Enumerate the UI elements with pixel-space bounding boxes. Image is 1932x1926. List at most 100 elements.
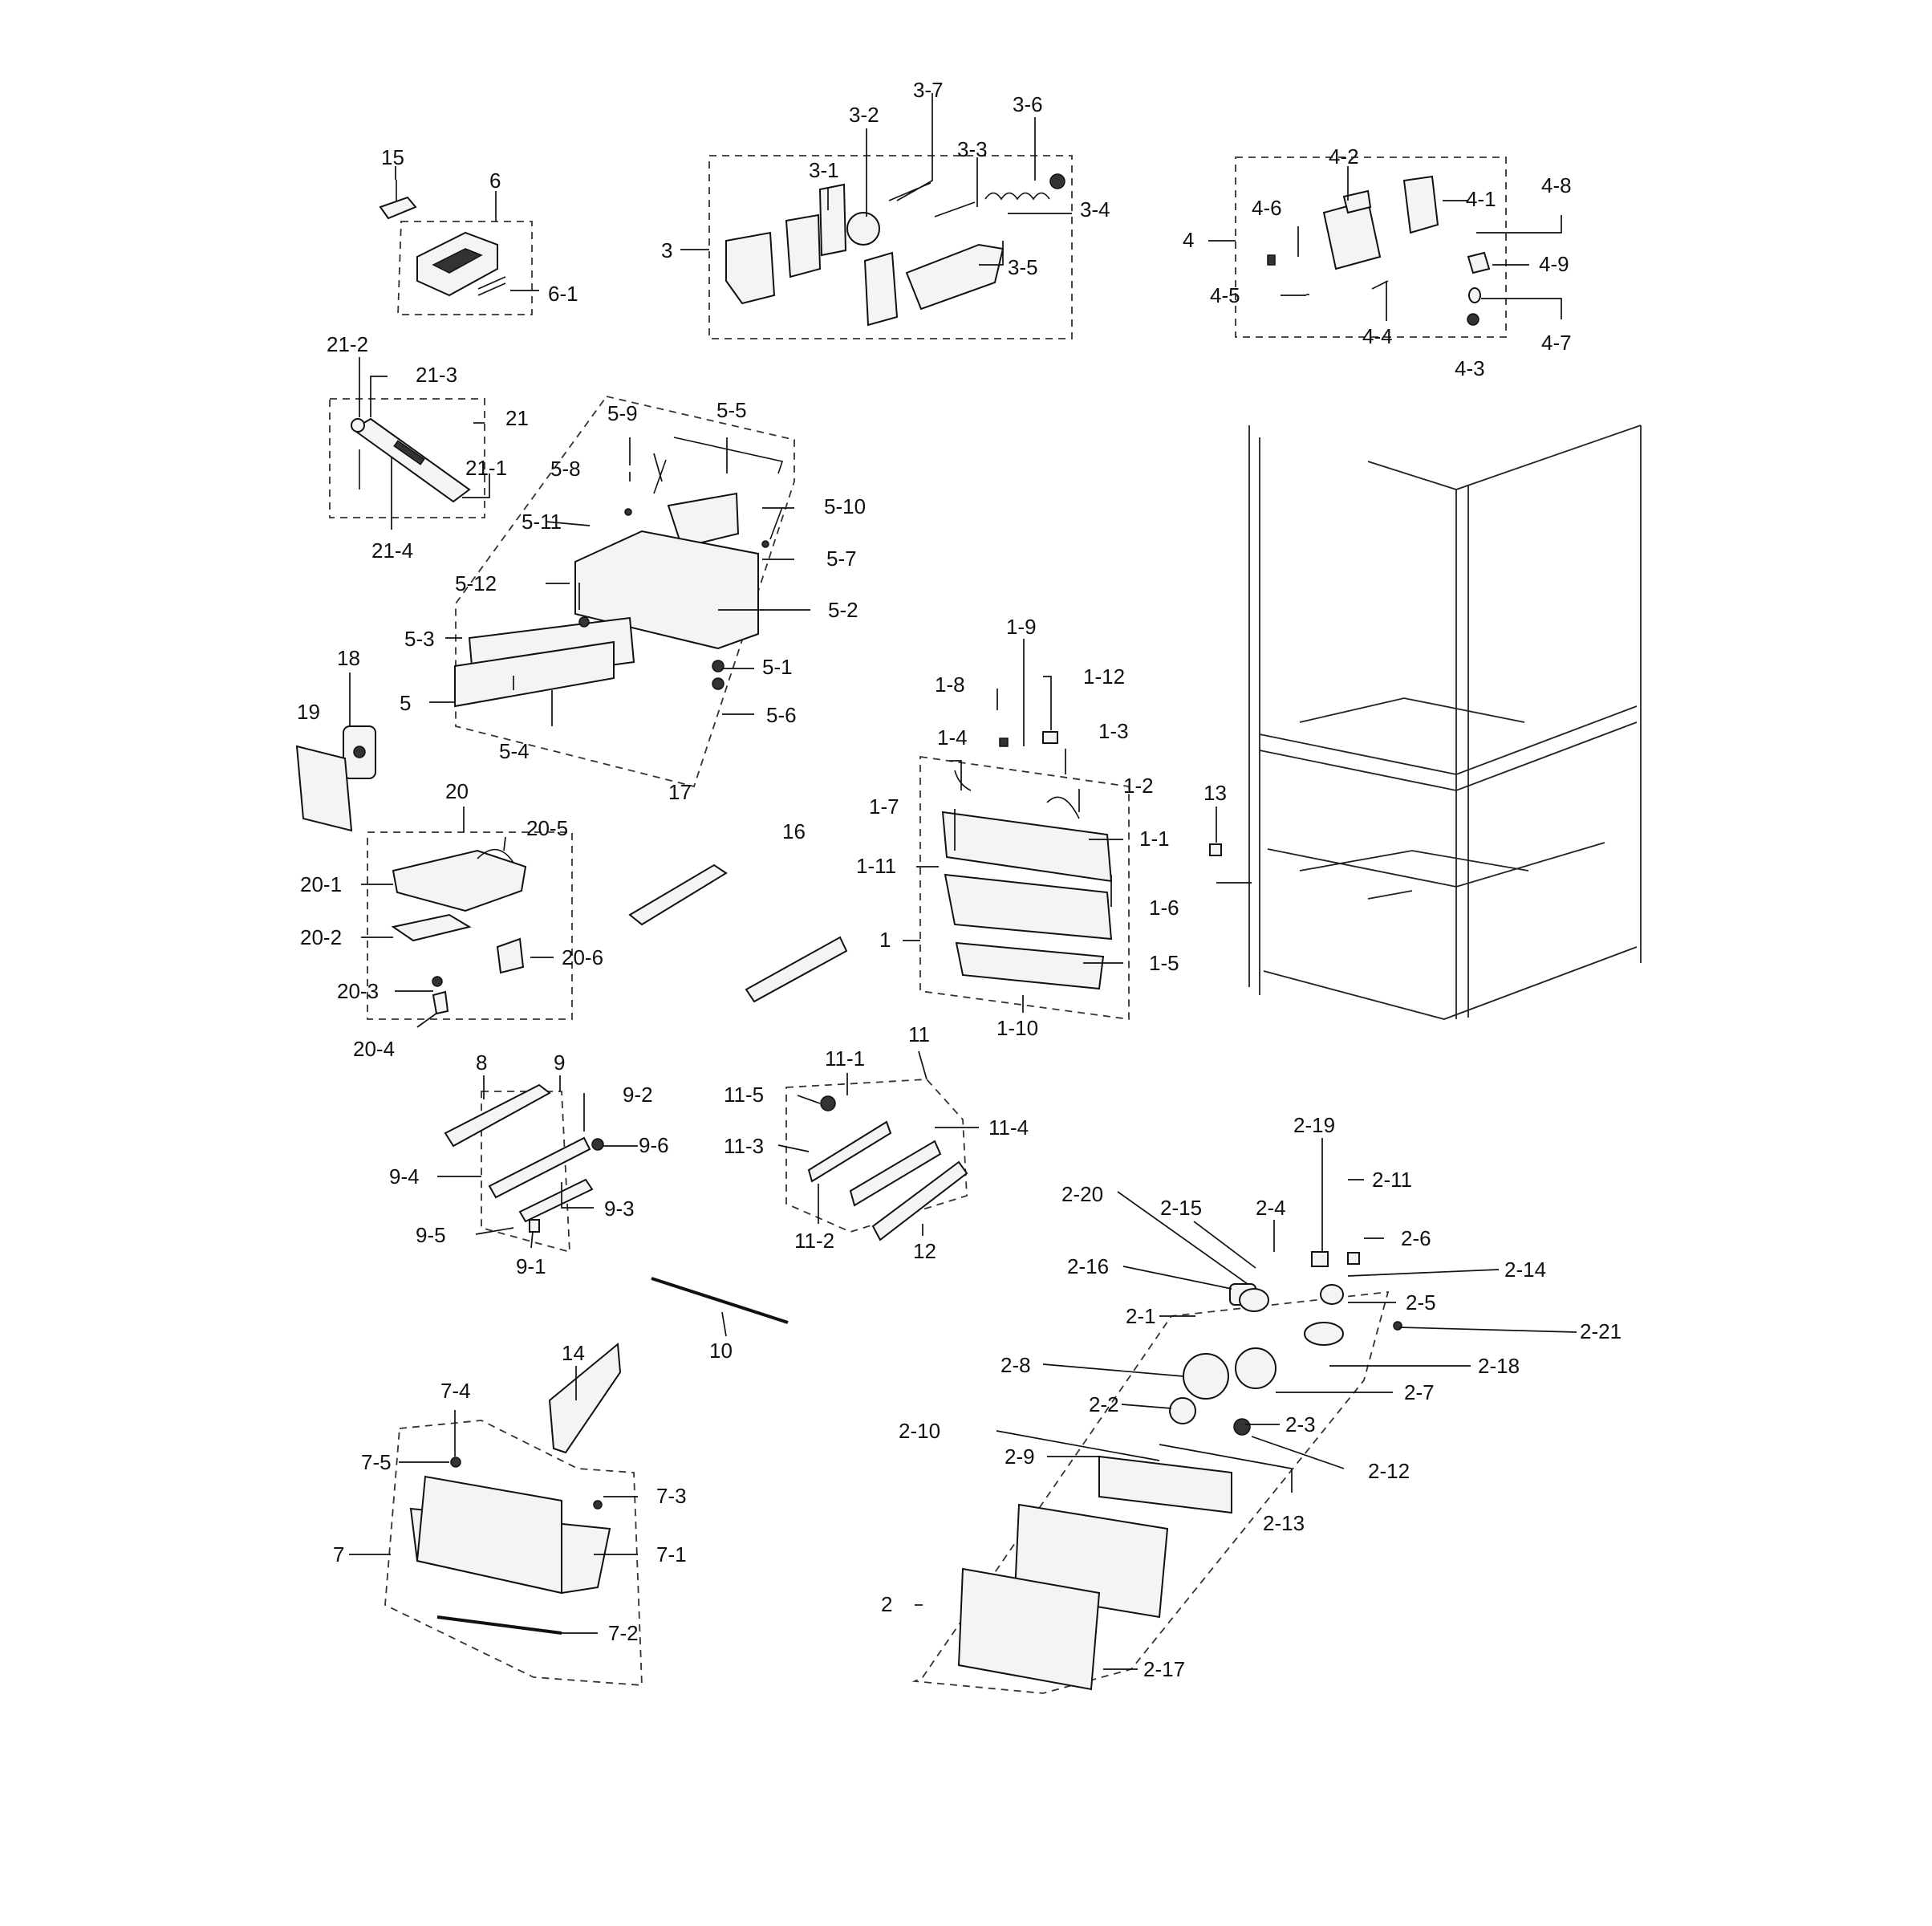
label-2-10: 2-10	[899, 1419, 940, 1443]
ice-making-unit-part	[1267, 175, 1491, 326]
label-1: 1	[879, 928, 891, 952]
label-4-4: 4-4	[1362, 324, 1393, 348]
shelf-trim-part	[444, 1083, 604, 1233]
label-3-5: 3-5	[1008, 255, 1038, 279]
group-7-boundary	[384, 1420, 643, 1686]
group-3-boundary	[708, 155, 1073, 339]
label-2-16: 2-16	[1067, 1254, 1109, 1278]
label-5-5: 5-5	[716, 398, 747, 422]
label-21: 21	[505, 406, 529, 430]
group-21-boundary	[329, 398, 485, 518]
label-4-5: 4-5	[1210, 283, 1240, 307]
label-4-9: 4-9	[1539, 252, 1569, 276]
label-2-1: 2-1	[1126, 1304, 1156, 1328]
label-21-3: 21-3	[416, 363, 457, 387]
label-20-6: 20-6	[562, 945, 603, 969]
group-6-boundary	[397, 221, 533, 315]
callout-labels: 15 6 6-1 3 3-1 3-2 3-3 3-4 3-5 3-6 3-7 4…	[297, 78, 1622, 1681]
part-drawings	[295, 173, 1491, 1691]
label-2-11: 2-11	[1372, 1168, 1412, 1192]
label-2-6: 2-6	[1401, 1226, 1431, 1250]
label-12: 12	[913, 1239, 936, 1263]
label-5-11: 5-11	[522, 510, 562, 534]
label-9-2: 9-2	[623, 1083, 653, 1107]
divider-bar-part	[651, 1277, 789, 1324]
label-6: 6	[489, 169, 501, 193]
label-1-3: 1-3	[1098, 719, 1129, 743]
label-1-11: 1-11	[856, 854, 896, 878]
ice-maker-bracket-part	[379, 180, 417, 220]
label-10: 10	[709, 1339, 733, 1363]
label-7-5: 7-5	[361, 1450, 392, 1474]
label-5-10: 5-10	[824, 494, 866, 518]
label-16: 16	[782, 819, 806, 843]
label-3-4: 3-4	[1080, 197, 1110, 221]
label-9-4: 9-4	[389, 1164, 420, 1189]
label-11: 11	[908, 1022, 930, 1046]
label-14: 14	[562, 1341, 585, 1365]
label-2: 2	[881, 1592, 892, 1616]
label-1-2: 1-2	[1123, 774, 1154, 798]
label-1-4: 1-4	[937, 725, 968, 750]
label-20-4: 20-4	[353, 1037, 395, 1061]
drawer-rail-part	[807, 1095, 968, 1241]
label-11-2: 11-2	[794, 1229, 834, 1253]
label-7-2: 7-2	[608, 1621, 639, 1645]
label-4-6: 4-6	[1252, 196, 1282, 220]
label-4-1: 4-1	[1466, 187, 1496, 211]
label-5: 5	[400, 691, 411, 715]
label-6-1: 6-1	[548, 282, 578, 306]
evaporator-assembly-part	[941, 731, 1113, 990]
label-1-10: 1-10	[996, 1016, 1038, 1040]
label-3-7: 3-7	[913, 78, 944, 102]
label-5-12: 5-12	[455, 571, 497, 595]
group-boundaries	[329, 155, 1507, 1694]
label-21-1: 21-1	[465, 456, 507, 480]
label-11-5: 11-5	[724, 1083, 764, 1107]
label-5-4: 5-4	[499, 739, 530, 763]
label-11-4: 11-4	[988, 1115, 1029, 1140]
label-3-2: 3-2	[849, 103, 879, 127]
label-9-1: 9-1	[516, 1254, 546, 1278]
cabinet-clip-part	[1209, 843, 1222, 856]
label-9-3: 9-3	[604, 1197, 635, 1221]
label-4-8: 4-8	[1541, 173, 1572, 197]
label-20-2: 20-2	[300, 925, 342, 949]
label-7: 7	[333, 1542, 344, 1566]
label-20: 20	[445, 779, 469, 803]
label-5-9: 5-9	[607, 401, 638, 425]
label-9-5: 9-5	[416, 1223, 446, 1247]
dispenser-assembly-part	[725, 173, 1065, 327]
label-2-20: 2-20	[1061, 1182, 1103, 1206]
label-11-1: 11-1	[825, 1046, 865, 1071]
label-2-2: 2-2	[1089, 1392, 1119, 1416]
label-21-2: 21-2	[327, 332, 368, 356]
label-11-3: 11-3	[724, 1134, 764, 1158]
label-7-1: 7-1	[656, 1542, 687, 1566]
label-5-3: 5-3	[404, 627, 435, 651]
label-9: 9	[554, 1050, 565, 1075]
label-4-3: 4-3	[1455, 356, 1485, 380]
label-5-8: 5-8	[550, 457, 581, 481]
filter-cover-part	[548, 1343, 622, 1454]
group-20-boundary	[367, 831, 573, 1020]
cover-plates-part	[295, 725, 376, 832]
label-2-4: 2-4	[1256, 1196, 1286, 1220]
label-18: 18	[337, 646, 360, 670]
label-20-3: 20-3	[337, 979, 379, 1003]
label-3-3: 3-3	[957, 137, 988, 161]
label-1-5: 1-5	[1149, 951, 1179, 975]
label-2-3: 2-3	[1285, 1412, 1316, 1436]
label-2-18: 2-18	[1478, 1354, 1520, 1378]
label-5-1: 5-1	[762, 655, 793, 679]
label-2-17: 2-17	[1143, 1657, 1185, 1681]
label-1-9: 1-9	[1006, 615, 1037, 639]
label-3-1: 3-1	[809, 158, 839, 182]
label-1-8: 1-8	[935, 672, 965, 697]
label-2-8: 2-8	[1000, 1353, 1031, 1377]
label-2-19: 2-19	[1293, 1113, 1335, 1137]
label-21-4: 21-4	[371, 538, 413, 563]
label-2-21: 2-21	[1580, 1319, 1622, 1343]
label-20-1: 20-1	[300, 872, 342, 896]
